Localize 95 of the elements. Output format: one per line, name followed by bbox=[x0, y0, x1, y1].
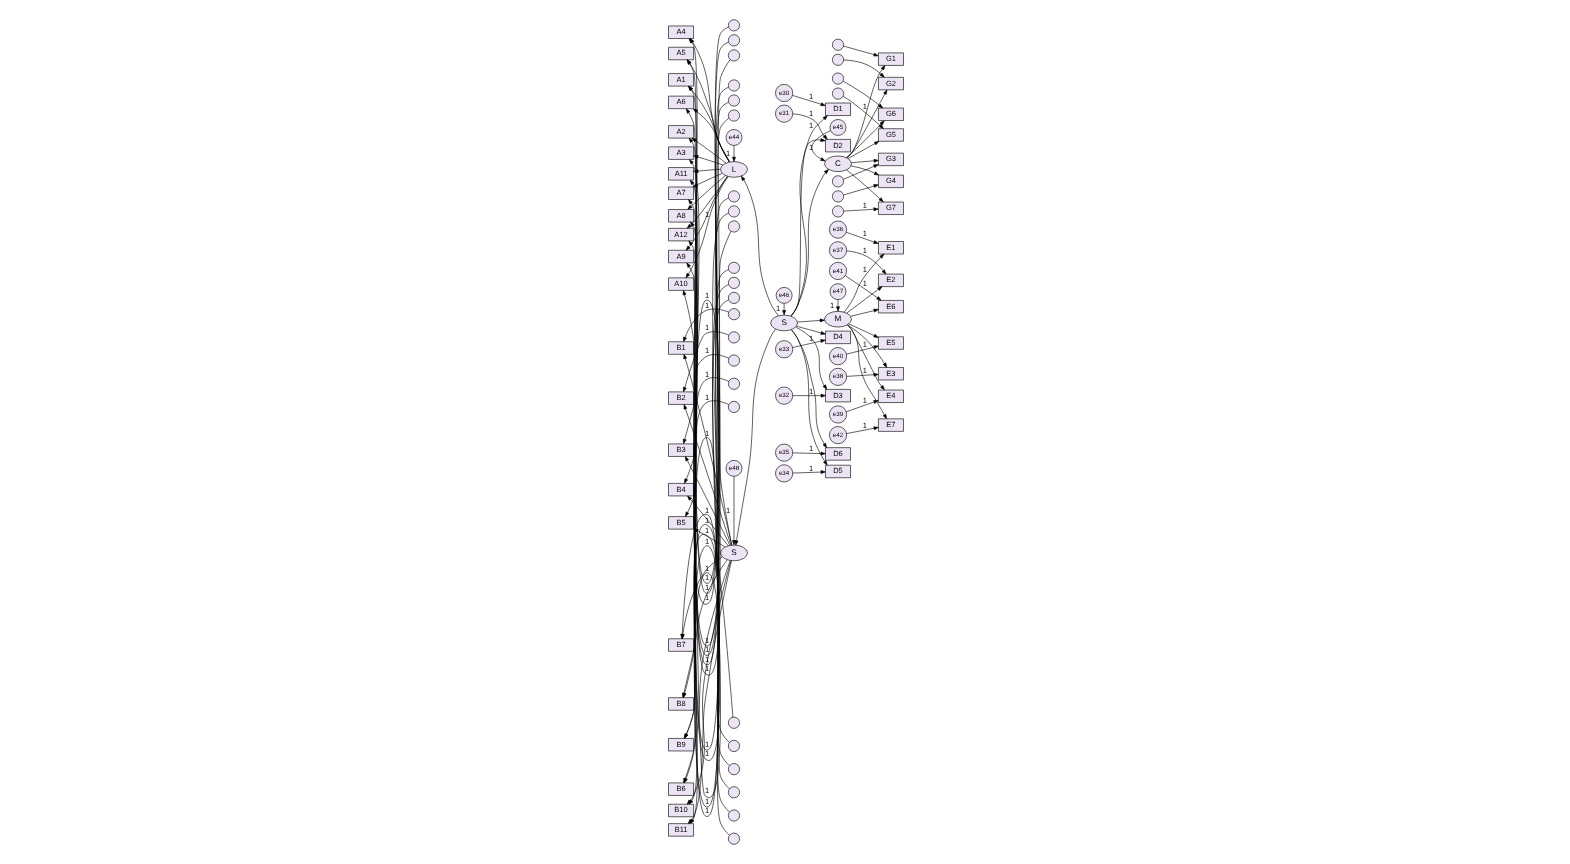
node-circle bbox=[727, 109, 739, 122]
arrow bbox=[731, 145, 735, 162]
arrow bbox=[845, 345, 878, 355]
arrow bbox=[845, 426, 878, 434]
arrow bbox=[845, 120, 884, 158]
node-circle bbox=[727, 49, 739, 62]
arrow bbox=[791, 95, 825, 107]
arrow bbox=[682, 308, 728, 342]
node-circle bbox=[831, 38, 843, 51]
arrow bbox=[791, 113, 827, 140]
arrow bbox=[685, 262, 728, 759]
arrow bbox=[845, 65, 885, 159]
arrow bbox=[682, 331, 728, 393]
arrow bbox=[781, 303, 785, 316]
arrow bbox=[842, 45, 878, 57]
node-circle bbox=[727, 34, 739, 47]
node-circle bbox=[727, 354, 739, 367]
arrow bbox=[686, 495, 728, 547]
arrow bbox=[845, 250, 886, 275]
node-circle bbox=[727, 786, 739, 799]
arrow bbox=[810, 130, 830, 162]
arrow bbox=[842, 253, 884, 313]
arrow bbox=[688, 572, 729, 836]
node-circle bbox=[727, 401, 739, 413]
node-circle bbox=[727, 261, 739, 274]
arrow bbox=[844, 400, 878, 413]
arrow bbox=[847, 323, 878, 338]
arrow bbox=[849, 165, 879, 176]
arrow bbox=[683, 377, 728, 484]
node-circle bbox=[727, 716, 739, 729]
node-circle bbox=[831, 205, 843, 218]
arrow bbox=[844, 231, 878, 244]
node-circle bbox=[727, 220, 739, 233]
arrow bbox=[791, 451, 825, 456]
arrow bbox=[846, 141, 879, 159]
arrow bbox=[842, 59, 884, 78]
arrow bbox=[845, 324, 884, 391]
arrow bbox=[846, 324, 887, 368]
node-circle bbox=[727, 763, 739, 776]
arrow bbox=[682, 354, 732, 546]
node-circle bbox=[727, 377, 739, 390]
arrow bbox=[845, 169, 883, 203]
arrow bbox=[835, 299, 839, 312]
arrow bbox=[791, 339, 825, 348]
arrow bbox=[845, 89, 887, 158]
arrow bbox=[841, 96, 883, 129]
arrow bbox=[682, 404, 731, 546]
node-circle bbox=[831, 87, 843, 100]
arrow bbox=[846, 324, 886, 420]
arrow bbox=[790, 329, 826, 448]
arrow bbox=[795, 325, 825, 335]
arrow bbox=[844, 275, 881, 301]
node-circle bbox=[727, 291, 739, 304]
arrow bbox=[687, 199, 728, 674]
arrow bbox=[683, 456, 730, 546]
arrow bbox=[685, 176, 727, 229]
arrow bbox=[686, 175, 725, 210]
arrow bbox=[850, 158, 878, 164]
arrow bbox=[791, 393, 825, 398]
arrow bbox=[684, 400, 728, 517]
arrow bbox=[733, 328, 775, 546]
node-circle bbox=[727, 79, 739, 92]
arrow bbox=[681, 354, 729, 444]
arrow bbox=[842, 164, 878, 180]
arrow bbox=[684, 176, 728, 279]
arrow bbox=[789, 115, 827, 317]
arrow bbox=[841, 80, 883, 109]
node-circle bbox=[727, 190, 739, 203]
node-circle bbox=[831, 175, 843, 188]
node-circle bbox=[727, 205, 739, 218]
arrow bbox=[845, 372, 878, 377]
node-circle bbox=[727, 740, 739, 752]
arrow bbox=[842, 207, 878, 212]
node-circle bbox=[727, 19, 739, 32]
arrow bbox=[789, 138, 825, 317]
node-circle bbox=[727, 809, 739, 822]
arrow bbox=[842, 184, 878, 196]
arrow bbox=[739, 175, 778, 316]
arrow bbox=[790, 329, 827, 466]
node-circle bbox=[727, 832, 739, 845]
node-circle bbox=[831, 72, 843, 85]
arrow bbox=[789, 169, 828, 317]
node-circle bbox=[727, 94, 739, 107]
node-circle bbox=[727, 331, 739, 344]
node-circle bbox=[727, 276, 739, 289]
node-circle bbox=[831, 53, 843, 66]
arrow bbox=[731, 476, 735, 546]
arrow bbox=[796, 318, 824, 323]
arrow bbox=[849, 308, 878, 317]
node-circle bbox=[831, 190, 843, 203]
arrow bbox=[684, 176, 727, 251]
arrow bbox=[794, 326, 826, 390]
arrow bbox=[791, 470, 825, 474]
node-circle bbox=[727, 308, 739, 321]
arrow bbox=[845, 286, 882, 314]
